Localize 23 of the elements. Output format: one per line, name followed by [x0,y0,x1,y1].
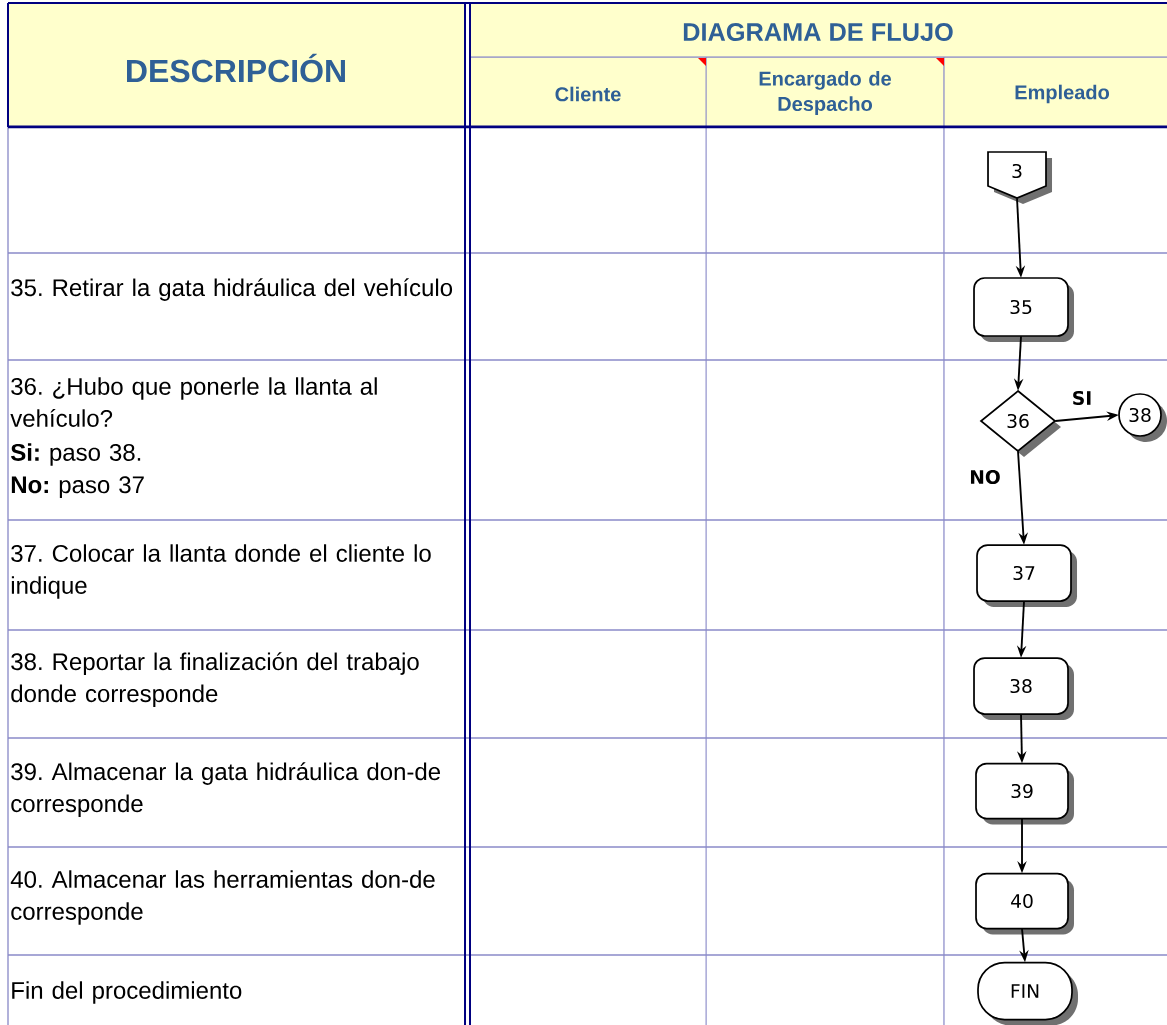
lane-heading: Empleado [1015,84,1109,104]
lane-heading: Encargado de Despacho [759,71,891,115]
step-description: 36. ¿Hubo que ponerle la llanta al vehículo? [10,377,377,427]
step-description: 39. Almacenar la gata hidráulica don-de corresponde [11,762,440,817]
column-heading: DESCRIPCIÓN [127,53,345,83]
process-box: 39 [975,762,1074,825]
terminator: FIN [977,961,1078,1025]
step-description: 40. Almacenar las herramientas don-de corresponde [10,870,435,925]
process-box: 38 [973,657,1074,720]
edge-label: NO [967,468,1003,486]
process-box: 37 [976,544,1077,607]
step-description: 35. Retirar la gata hidráulica del vehículo [11,278,453,301]
lane-heading: Cliente [555,86,621,102]
process-box: 35 [973,277,1074,342]
step-description: 37. Colocar la llanta donde el cliente lo indique [11,544,431,599]
step-description: No: paso 37 [11,476,144,498]
edge-label: SI [1070,389,1094,407]
process-box: 40 [975,872,1074,935]
off-page-connector: 3 [987,151,1052,204]
column-heading: DIAGRAMA DE FLUJO [683,23,953,41]
step-description: Fin del procedimiento [12,981,242,1004]
step-description: 38. Reportar la finalización del trabajo donde corresponde [11,652,419,707]
step-description: Si: paso 38. [10,443,141,466]
